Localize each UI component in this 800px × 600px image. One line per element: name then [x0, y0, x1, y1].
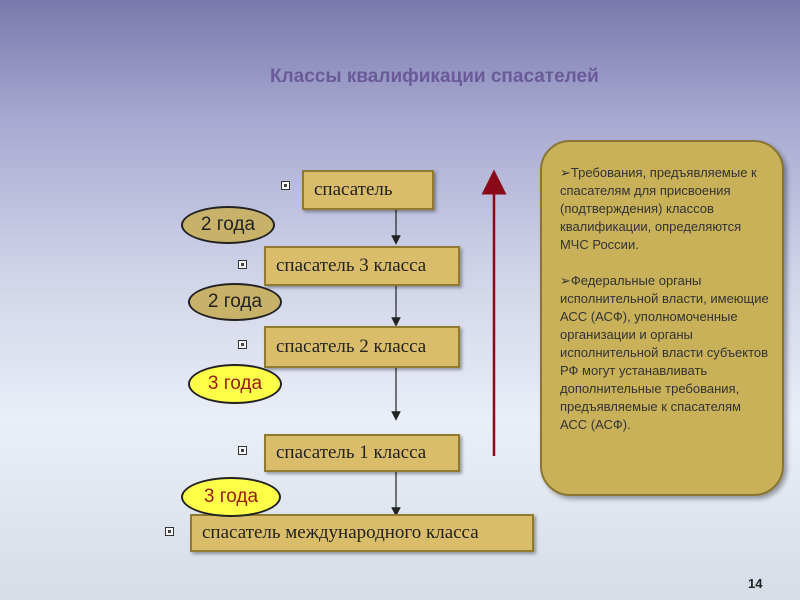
level-box-class-2: спасатель 2 класса — [264, 326, 460, 368]
bullet-icon — [238, 446, 247, 455]
page-number: 14 — [748, 576, 763, 591]
bullet-icon — [281, 181, 290, 190]
level-box-class-1: спасатель 1 класса — [264, 434, 460, 472]
slide-title: Классы квалификации спасателей — [270, 66, 599, 87]
note-paragraph-2: ➢Федеральные органы исполнительной власт… — [560, 273, 769, 432]
level-box-international: спасатель международного класса — [190, 514, 534, 552]
period-oval-highlight: 3 года — [181, 477, 281, 517]
bullet-icon — [238, 340, 247, 349]
level-box-class-3: спасатель 3 класса — [264, 246, 460, 286]
period-oval: 2 года — [181, 206, 275, 244]
note-paragraph-1: ➢Требования, предъявляемые к спасателям … — [560, 165, 757, 252]
bullet-icon — [165, 527, 174, 536]
period-oval: 2 года — [188, 283, 282, 321]
level-box-rescuer: спасатель — [302, 170, 434, 210]
period-oval-highlight: 3 года — [188, 364, 282, 404]
requirements-note: ➢Требования, предъявляемые к спасателям … — [540, 140, 784, 496]
bullet-icon — [238, 260, 247, 269]
